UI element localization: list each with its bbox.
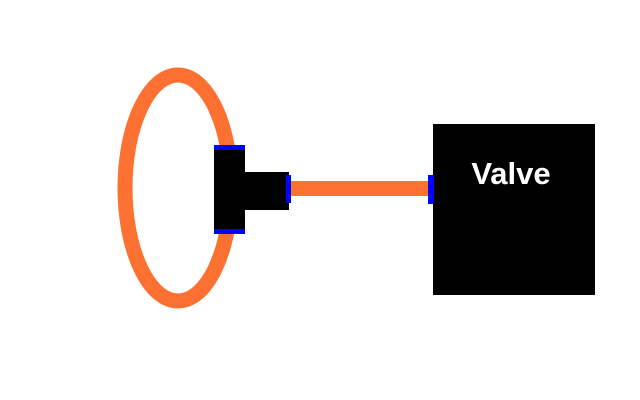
tee-port-right xyxy=(286,175,291,203)
tee-fitting-branch xyxy=(243,172,289,210)
tee-port-bottom xyxy=(214,229,245,234)
tubing-straight xyxy=(287,181,432,196)
tee-port-top xyxy=(214,145,245,150)
tee-fitting-body xyxy=(214,148,245,232)
tee-fitting-icon xyxy=(214,145,291,234)
valve-port xyxy=(428,175,434,204)
valve-box-icon: Valve xyxy=(428,124,595,295)
valve-body xyxy=(433,124,595,295)
valve-label: Valve xyxy=(471,156,550,191)
